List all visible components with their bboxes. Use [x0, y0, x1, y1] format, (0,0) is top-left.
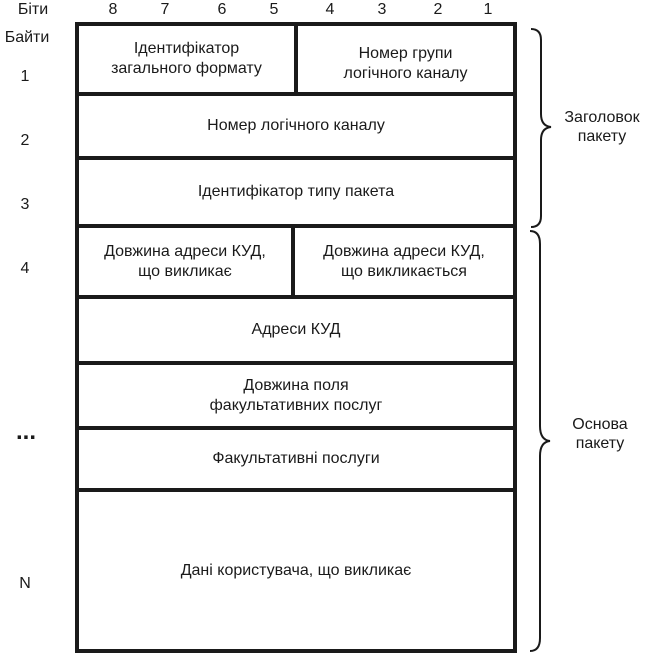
byte-ellipsis: ... [15, 418, 36, 445]
body-brace [529, 230, 551, 652]
byte-number: 1 [20, 68, 30, 85]
bit-number: 2 [433, 1, 443, 18]
bit-number: 5 [269, 1, 279, 18]
column-divider [291, 228, 295, 299]
row-divider [79, 224, 513, 228]
packet-frame [75, 22, 517, 653]
field-facilities: Факультативні послуги [212, 450, 380, 467]
row-divider [79, 295, 513, 299]
bit-number: 6 [217, 1, 227, 18]
byte-number: 2 [20, 132, 30, 149]
field-user-data: Дані користувача, що викликає [180, 561, 412, 579]
row-divider [79, 426, 513, 430]
row-divider [79, 156, 513, 160]
row-divider [79, 488, 513, 492]
bits-label: Біти [17, 1, 49, 18]
bytes-label: Байти [4, 29, 50, 46]
row-divider [79, 361, 513, 365]
byte-number: 4 [20, 260, 30, 277]
header-label: Заголовок пакету [564, 109, 640, 145]
field-lcg-number: Номер групи логічного каналу [343, 45, 468, 82]
bit-number: 3 [377, 1, 387, 18]
header-brace [530, 28, 552, 228]
field-dte-addresses: Адреси КУД [251, 321, 341, 338]
field-lc-number: Номер логічного каналу [207, 117, 385, 134]
byte-number: 3 [20, 196, 30, 213]
bit-number: 8 [108, 1, 118, 18]
bit-number: 1 [483, 1, 493, 18]
bit-number: 4 [325, 1, 335, 18]
byte-number: N [19, 575, 31, 592]
bit-number: 7 [160, 1, 170, 18]
field-called-address-length: Довжина адреси КУД, що викликається [323, 242, 485, 280]
field-packet-type-id: Ідентифікатор типу пакета [197, 183, 395, 200]
field-general-format-id: Ідентифікатор загального формату [111, 40, 262, 77]
column-divider [294, 26, 298, 96]
field-facilities-length: Довжина поля факультативних послуг [209, 376, 383, 414]
field-calling-address-length: Довжина адреси КУД, що викликає [104, 242, 266, 280]
body-label: Основа пакету [572, 416, 628, 452]
